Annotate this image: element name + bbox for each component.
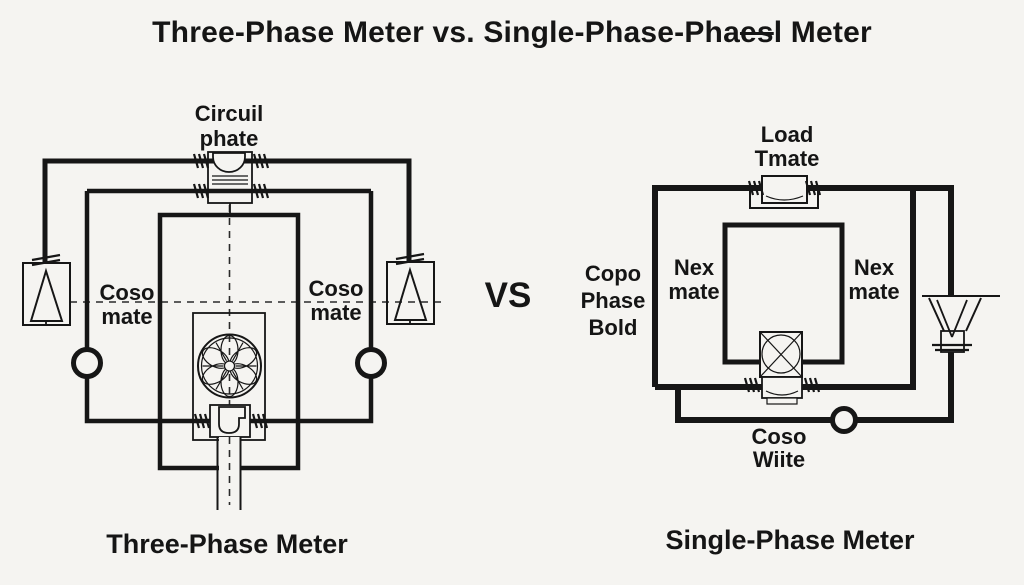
coso-bottom-label-line2: Wiite [753,447,805,472]
nex-left-label-line1: Nex [674,255,715,280]
lower-return-wire [675,352,954,423]
nex-right-label-line2: mate [848,279,899,304]
title-pre: Three-Phase Meter vs. Single-Phase-Pha [152,16,740,49]
top-component-label-line1: Circuil [195,101,263,126]
load-label-line1: Load [761,122,814,147]
right-coso-label-line1: Coso [309,276,364,301]
title-post: l Meter [773,16,872,49]
title-struck-text: es [739,16,774,49]
funnel-element [922,295,1000,353]
top-load-hatches [747,180,822,196]
outer-loop-right-bottom [655,188,916,390]
copo-label-line1: Copo [585,261,641,286]
lower-node-circle [830,406,858,434]
left-caption: Three-Phase Meter [106,529,348,559]
load-label-line2: Tmate [755,146,820,171]
right-coso-label-line2: mate [310,300,361,325]
top-coil-hatches [192,153,270,199]
rotor-disc [197,333,262,399]
left-node-circle [71,347,103,379]
copo-label-line3: Bold [589,315,638,340]
coil-windings [212,175,248,185]
spindle-shaft [216,437,242,510]
vs-label: VS [485,276,532,315]
right-triangle-element [386,252,435,325]
bottom-crossed-hatches [743,377,821,393]
bottom-coil-cup [218,406,246,434]
bottom-coil-hatches [193,413,269,429]
top-component-label-line2: phate [200,126,259,151]
copo-label-line2: Phase [581,288,646,313]
left-coso-label-line2: mate [101,304,152,329]
left-coso-label-line1: Coso [100,280,155,305]
bottom-crossed-component [743,331,821,405]
right-caption: Single-Phase Meter [665,525,915,555]
funnel-hatches [932,343,972,352]
coso-bottom-label-line1: Coso [752,424,807,449]
right-node-circle [355,347,387,379]
top-load-component [747,175,822,209]
disc-hub [223,360,236,372]
three-phase-meter-diagram: Circuil phate Coso mate Coso mate Three-… [22,101,443,559]
top-coil-component [192,151,270,215]
nex-left-label-line2: mate [668,279,719,304]
single-phase-meter-diagram: Load Tmate Copo Phase Bold Nex mate Nex … [581,122,1000,555]
left-triangle-element [22,253,71,326]
coil-bowl [212,152,246,173]
page-title: Three-Phase Meter vs. Single-Phase-Phaes… [0,16,1024,50]
nex-right-label-line1: Nex [854,255,895,280]
